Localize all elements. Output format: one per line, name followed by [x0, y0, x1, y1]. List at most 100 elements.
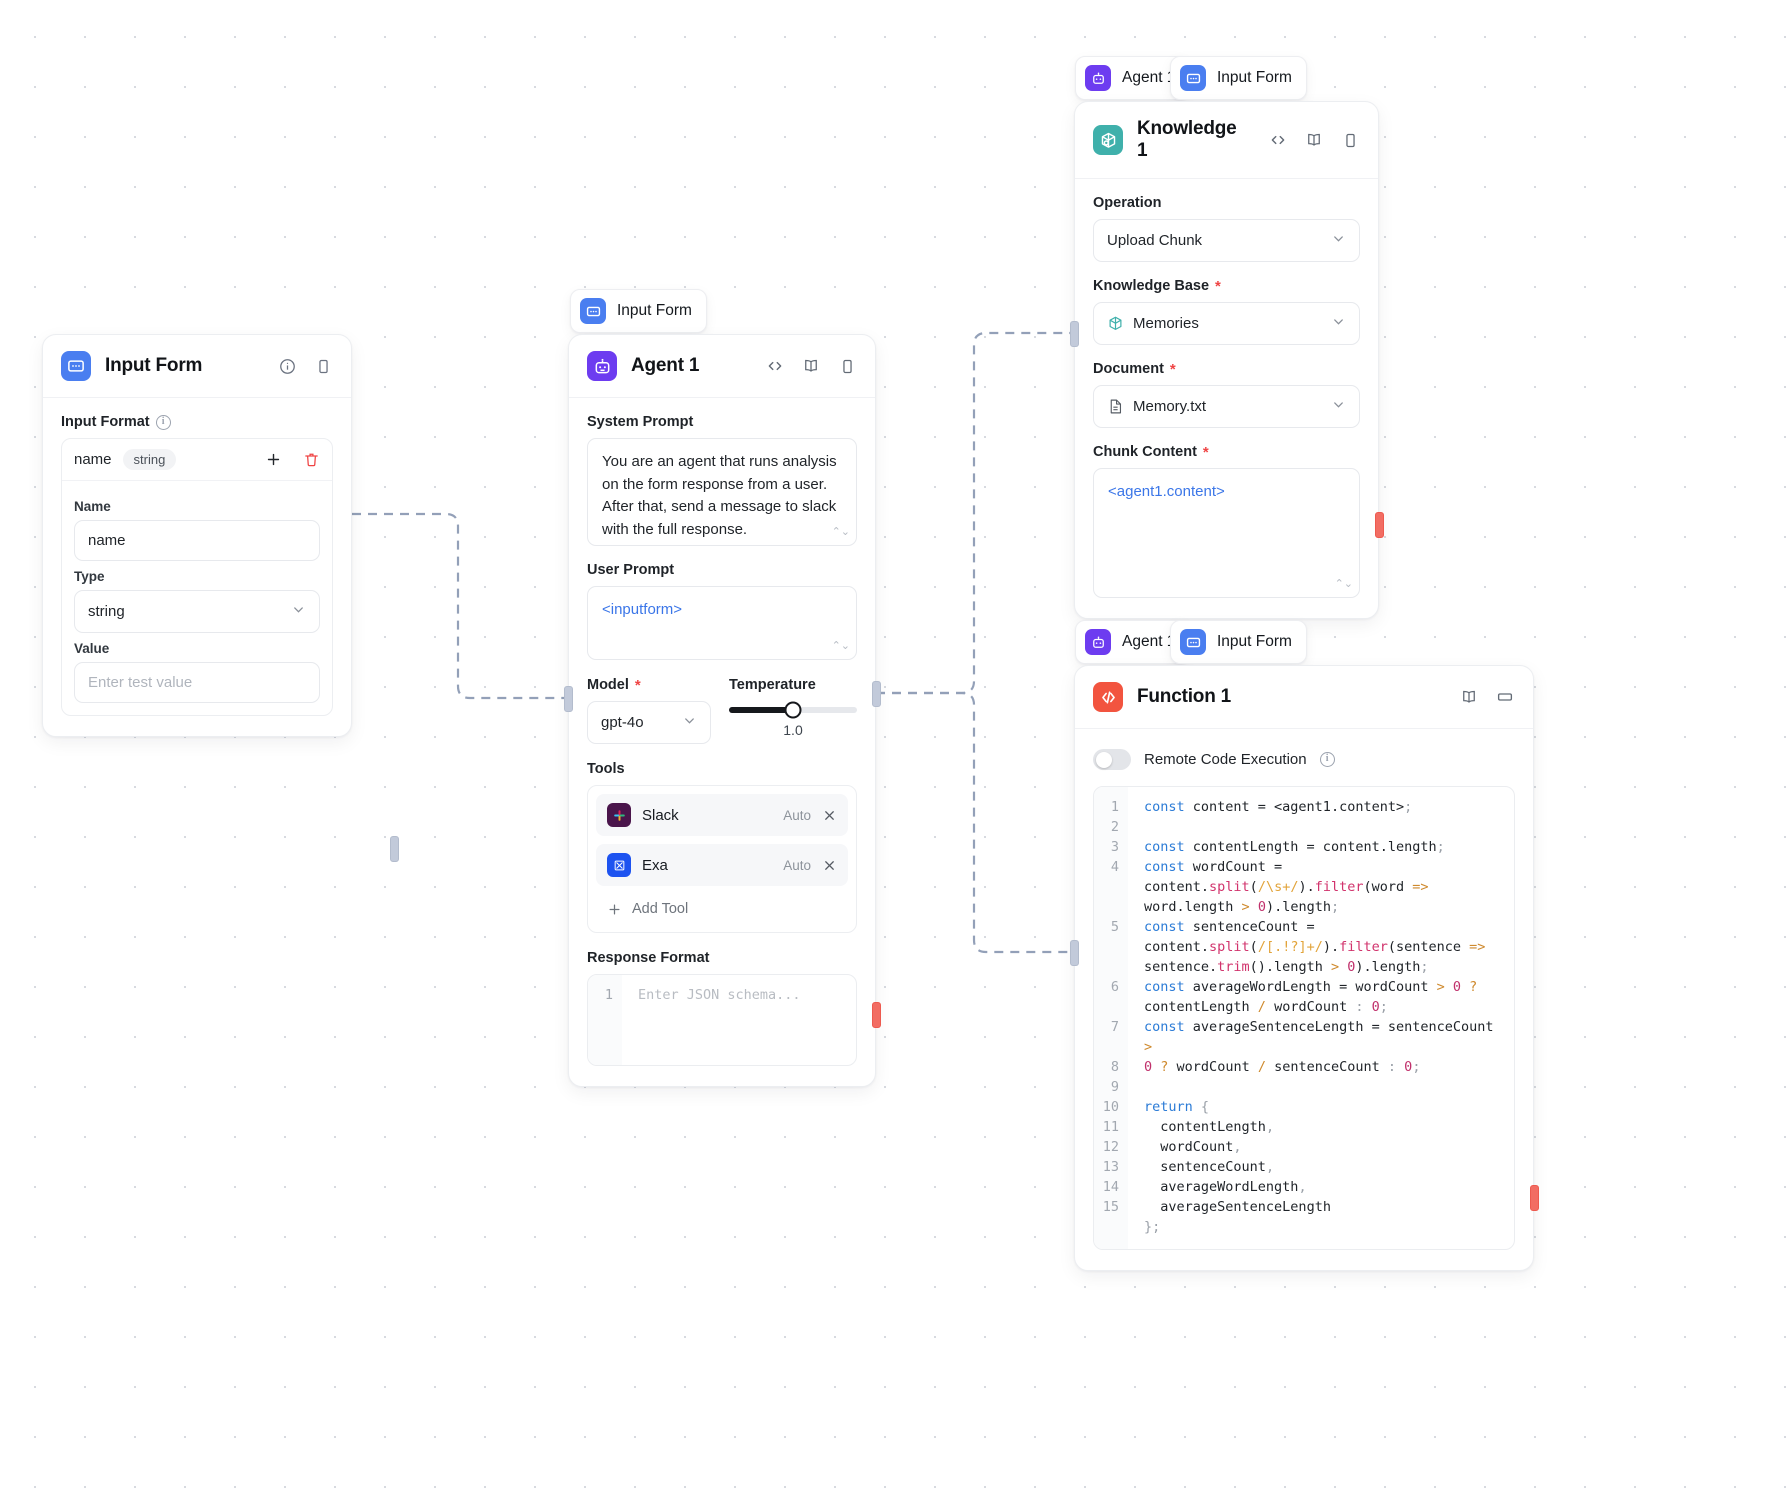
operation-label: Operation	[1093, 195, 1162, 211]
panel-icon[interactable]	[313, 356, 333, 376]
agent-icon	[1085, 65, 1111, 91]
knowledge-body: Operation Upload Chunk Knowledge Base * …	[1075, 179, 1378, 618]
input-handle-function[interactable]	[1070, 940, 1079, 966]
chevron-down-icon	[1331, 314, 1346, 333]
input-format-entry-header: name string	[62, 439, 332, 481]
expand-icon[interactable]	[1495, 687, 1515, 707]
name-input[interactable]: name	[74, 520, 320, 561]
tool-row[interactable]: Slack Auto	[596, 794, 848, 836]
book-icon[interactable]	[1459, 687, 1479, 707]
code-icon[interactable]	[765, 356, 785, 376]
chunk-content-label: Chunk Content *	[1093, 443, 1209, 461]
required-asterisk: *	[1215, 277, 1221, 295]
system-prompt-label: System Prompt	[587, 414, 694, 430]
user-prompt-value: <inputform>	[602, 601, 683, 618]
pill-label: Input Form	[1217, 633, 1292, 650]
input-format-card: name string Name	[61, 438, 333, 716]
tool-mode[interactable]: Auto	[783, 807, 811, 823]
error-handle-agent[interactable]	[872, 1002, 881, 1028]
tools-list: Slack Auto Exa Auto	[587, 785, 857, 933]
user-prompt-textarea[interactable]: <inputform> ⌃⌄	[587, 586, 857, 660]
chevron-down-icon	[1331, 231, 1346, 250]
output-handle-input-form[interactable]	[390, 836, 399, 862]
input-form-icon	[61, 351, 91, 381]
value-input[interactable]: Enter test value	[74, 662, 320, 703]
knowledge-base-label: Knowledge Base *	[1093, 277, 1221, 295]
tool-name: Slack	[642, 806, 679, 824]
error-handle-knowledge[interactable]	[1375, 512, 1384, 538]
function-code[interactable]: const content = <agent1.content>; const …	[1144, 799, 1502, 1235]
input-handle-knowledge[interactable]	[1070, 321, 1079, 347]
model-select[interactable]: gpt-4o	[587, 701, 711, 744]
knowledge-base-select[interactable]: Memories	[1093, 302, 1360, 345]
pill-function-input-form[interactable]: Input Form	[1170, 620, 1307, 664]
node-function[interactable]: Function 1 Remote Code Execution i	[1070, 665, 1539, 1271]
response-format-editor[interactable]: 1 Enter JSON schema...	[587, 974, 857, 1066]
chevron-down-icon	[291, 602, 306, 621]
resize-handle-icon[interactable]: ⌃⌄	[1334, 577, 1353, 590]
document-value: Memory.txt	[1133, 398, 1207, 415]
panel-icon[interactable]	[837, 356, 857, 376]
pill-knowledge-input-form[interactable]: Input Form	[1170, 56, 1307, 100]
document-select[interactable]: Memory.txt	[1093, 385, 1360, 428]
info-icon[interactable]: i	[155, 414, 171, 430]
add-tool-label: Add Tool	[632, 901, 689, 917]
function-header: Function 1	[1075, 666, 1533, 729]
info-icon[interactable]	[277, 356, 297, 376]
info-icon[interactable]: i	[1319, 752, 1335, 767]
add-tool-button[interactable]: Add Tool	[596, 894, 848, 924]
node-knowledge[interactable]: Knowledge 1 Operation Upload Chunk	[1070, 101, 1384, 619]
node-input-form[interactable]: Input Form Input Format i	[42, 334, 399, 862]
resize-handle-icon[interactable]: ⌃⌄	[831, 639, 850, 652]
node-agent[interactable]: Agent 1 System	[564, 334, 881, 1087]
type-select-value: string	[88, 603, 125, 620]
output-handle-agent[interactable]	[872, 681, 881, 707]
document-icon	[1107, 398, 1124, 415]
type-select[interactable]: string	[74, 590, 320, 633]
plus-icon[interactable]	[265, 451, 282, 468]
code-icon[interactable]	[1268, 130, 1288, 150]
pill-label: Input Form	[1217, 69, 1292, 86]
input-handle-agent[interactable]	[564, 686, 573, 712]
pill-label: Input Form	[617, 302, 692, 319]
error-handle-function[interactable]	[1530, 1185, 1539, 1211]
resize-handle-icon[interactable]: ⌃⌄	[831, 525, 850, 538]
panel-icon[interactable]	[1340, 130, 1360, 150]
temperature-slider-fill	[729, 707, 793, 713]
remote-code-execution-label: Remote Code Execution	[1144, 751, 1307, 768]
pill-agent-input-form[interactable]: Input Form	[570, 289, 707, 333]
temperature-label: Temperature	[729, 677, 816, 693]
temperature-slider[interactable]	[729, 701, 857, 719]
tool-row[interactable]: Exa Auto	[596, 844, 848, 886]
temperature-slider-thumb[interactable]	[784, 701, 802, 719]
input-format-label: Input Format i	[61, 414, 333, 430]
close-icon[interactable]	[822, 808, 837, 823]
model-select-value: gpt-4o	[601, 714, 644, 731]
entry-key: name	[74, 451, 112, 468]
trash-icon[interactable]	[303, 451, 320, 468]
document-label: Document *	[1093, 360, 1176, 378]
book-icon[interactable]	[801, 356, 821, 376]
agent-icon	[1085, 629, 1111, 655]
input-form-icon	[1180, 65, 1206, 91]
remote-code-execution-row: Remote Code Execution i	[1093, 745, 1515, 786]
book-icon[interactable]	[1304, 130, 1324, 150]
required-asterisk: *	[1169, 360, 1176, 378]
input-format-fields: Name name Type string Value Enter test v…	[62, 481, 332, 715]
remote-code-execution-toggle[interactable]	[1093, 749, 1131, 770]
chunk-content-textarea[interactable]: <agent1.content> ⌃⌄	[1093, 468, 1360, 598]
tools-label: Tools	[587, 761, 625, 777]
response-format-label: Response Format	[587, 950, 710, 966]
close-icon[interactable]	[822, 858, 837, 873]
function-icon	[1093, 682, 1123, 712]
tool-mode[interactable]: Auto	[783, 857, 811, 873]
operation-select[interactable]: Upload Chunk	[1093, 219, 1360, 262]
exa-icon	[607, 853, 631, 877]
system-prompt-textarea[interactable]: You are an agent that runs analysis on t…	[587, 438, 857, 546]
value-field-label: Value	[74, 641, 110, 656]
slack-icon	[607, 803, 631, 827]
